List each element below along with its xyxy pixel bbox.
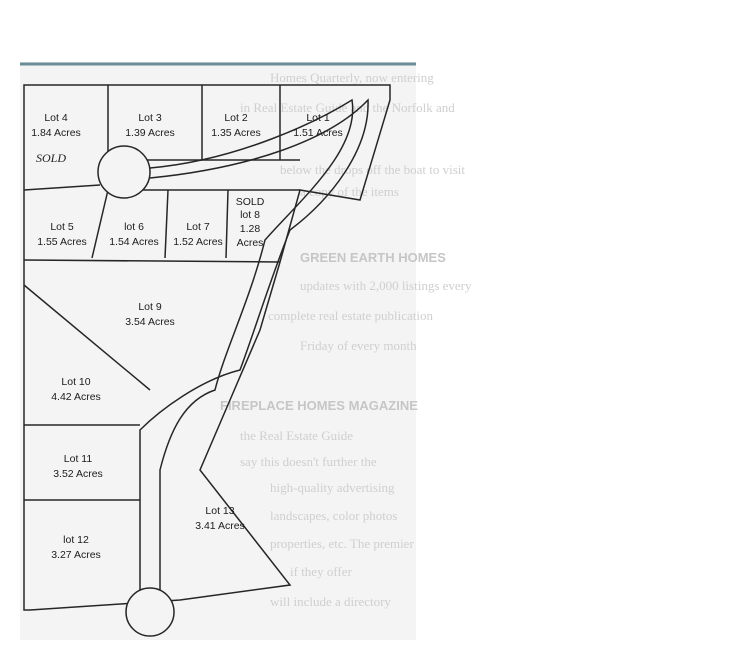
bleed-line: Homes Quarterly, now entering <box>270 70 434 85</box>
bleed-line: say this doesn't further the <box>240 454 377 469</box>
handwritten-sold-note: SOLD <box>36 151 66 165</box>
lot-8-status: SOLD <box>236 196 265 208</box>
bleed-line: will include a directory <box>270 594 391 609</box>
cul-de-sac-bottom <box>125 587 175 637</box>
lot-12-acres: 3.27 Acres <box>51 549 101 561</box>
lot-7-8-divider <box>225 189 229 259</box>
bleed-heading: FIREPLACE HOMES MAGAZINE <box>220 398 418 413</box>
lot-6-left <box>91 189 109 259</box>
bleed-heading: GREEN EARTH HOMES <box>300 250 446 265</box>
lot-9-acres: 3.54 Acres <box>125 316 175 328</box>
lot-3-acres: 1.39 Acres <box>125 127 175 139</box>
lot-3-name: Lot 3 <box>138 112 162 124</box>
lot-11-acres: 3.52 Acres <box>53 468 103 480</box>
lot-2-name: Lot 2 <box>224 112 248 124</box>
lot-13-acres: 3.41 Acres <box>195 520 245 532</box>
lot-9-diagonal <box>23 284 151 391</box>
lot-7-name: Lot 7 <box>186 221 210 233</box>
bleed-line: updates with 2,000 listings every <box>300 278 472 293</box>
lot-11-name: Lot 11 <box>64 453 93 465</box>
lot-12-name: lot 12 <box>63 534 89 546</box>
lot-8-acres-unit: Acres <box>237 237 264 249</box>
lot-9-name: Lot 9 <box>138 301 162 313</box>
lot-6-7-divider <box>164 189 169 259</box>
lot-4-bottom <box>23 184 101 191</box>
bleed-line: landscapes, color photos <box>270 508 397 523</box>
lot-8-acres: 1.28 <box>240 223 261 235</box>
lot-2-acres: 1.35 Acres <box>211 127 261 139</box>
cul-de-sac-top <box>97 145 151 199</box>
bleed-line: the Real Estate Guide <box>240 428 353 443</box>
bleed-line: if they offer <box>290 564 353 579</box>
paper-background <box>20 62 416 640</box>
lot-6-acres: 1.54 Acres <box>109 236 159 248</box>
parcel-lines <box>23 84 391 637</box>
bleed-line: in Real Estate Guide and the Norfolk and <box>240 100 455 115</box>
bleed-line: a copy of the items <box>300 184 399 199</box>
road-right-edge <box>149 98 354 600</box>
bleed-line: below the drops off the boat to visit <box>280 162 465 177</box>
lot-13-name: Lot 13 <box>205 505 234 517</box>
lot-10-name: Lot 10 <box>61 376 90 388</box>
lot-1-acres: 1.51 Acres <box>293 127 343 139</box>
road-left-edge <box>139 98 369 600</box>
lot-4-name: Lot 4 <box>44 112 68 124</box>
row2-bottom <box>23 259 281 263</box>
lot-7-acres: 1.52 Acres <box>173 236 223 248</box>
lot-labels: Lot 4 1.84 Acres SOLD Lot 3 1.39 Acres L… <box>31 112 343 561</box>
lot-4-acres: 1.84 Acres <box>31 127 81 139</box>
lot-10-acres: 4.42 Acres <box>51 391 101 403</box>
lot-1-name: Lot 1 <box>306 112 330 124</box>
lot-8-name: lot 8 <box>240 209 260 221</box>
bleed-line: properties, etc. The premier <box>270 536 414 551</box>
bleed-through-text: Homes Quarterly, now entering in Real Es… <box>220 70 472 609</box>
bleed-line: high-quality advertising <box>270 480 395 495</box>
bleed-line: complete real estate publication <box>268 308 433 323</box>
lot-5-acres: 1.55 Acres <box>37 236 87 248</box>
bleed-line: Friday of every month <box>300 338 417 353</box>
lot-5-name: Lot 5 <box>50 221 74 233</box>
lot-6-name: lot 6 <box>124 221 144 233</box>
outer-boundary <box>23 84 391 611</box>
